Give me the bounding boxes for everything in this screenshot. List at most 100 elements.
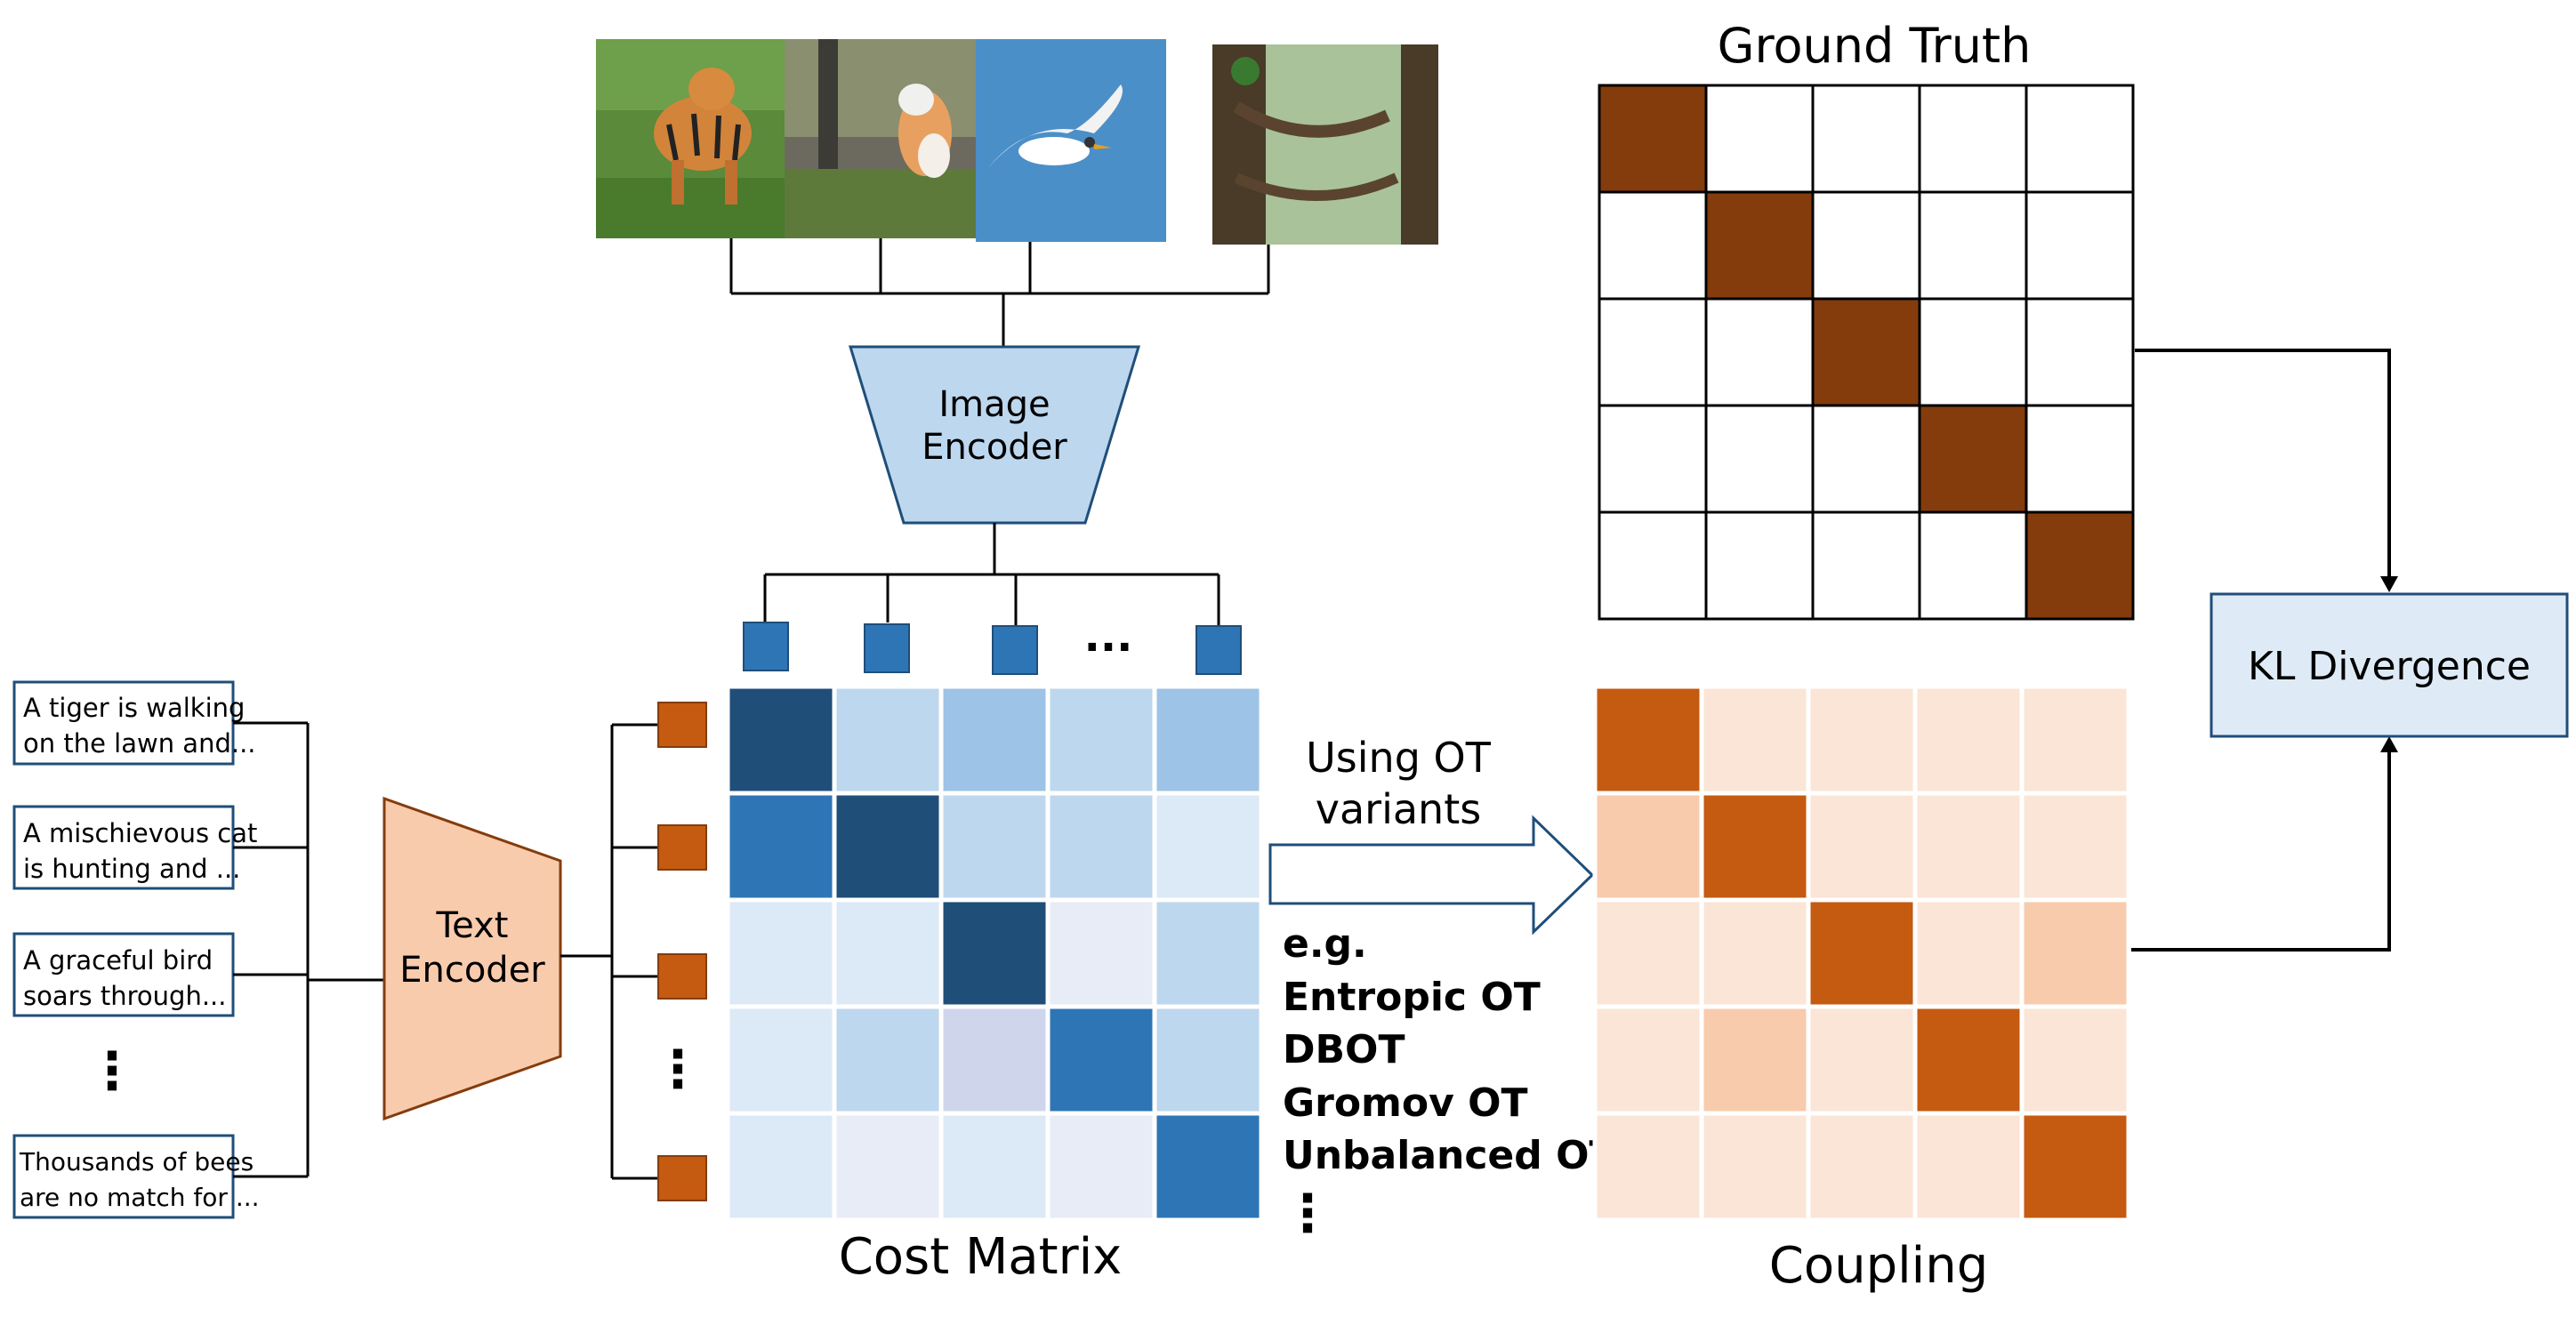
coupling-cell xyxy=(1912,1004,2025,1116)
ground-truth-cell xyxy=(1811,190,1921,301)
ground-truth-cell xyxy=(1598,297,1708,407)
coupling-cell xyxy=(2019,1004,2131,1116)
coupling-cell xyxy=(1912,684,2025,796)
text-encoder-label-line2: Encoder xyxy=(399,950,545,991)
coupling-title: Coupling xyxy=(1769,1237,1989,1295)
text-token-connectors xyxy=(560,723,658,1180)
cost-matrix-cell xyxy=(1152,791,1264,903)
coupling-cell xyxy=(2019,897,2131,1009)
cost-matrix-cell xyxy=(1152,1111,1264,1223)
coupling-cell xyxy=(1912,1111,2025,1223)
ot-variant-item: Gromov OT xyxy=(1283,1080,1528,1126)
coupling-cell xyxy=(2019,684,2131,796)
image-tokens xyxy=(743,622,1242,675)
text-encoder: Text Encoder xyxy=(382,796,562,1121)
arrowhead-down xyxy=(2380,576,2398,592)
text-tokens xyxy=(657,702,707,1201)
coupling-cell xyxy=(1912,897,2025,1009)
cost-matrix-cell xyxy=(938,684,1051,796)
coupling-cell xyxy=(1592,897,1704,1009)
cost-matrix-cell xyxy=(725,1111,837,1223)
ot-variants: e.g. Entropic OT DBOT Gromov OT Unbalanc… xyxy=(1282,921,1616,1243)
tiger-photo xyxy=(596,39,790,238)
cost-matrix-cell xyxy=(832,684,944,796)
ot-arrow xyxy=(1268,815,1595,936)
ot-variant-item: Unbalanced OT xyxy=(1283,1133,1616,1178)
captions: A tiger is walking on the lawn and... A … xyxy=(12,680,260,1219)
caption-line: A tiger is walking xyxy=(23,693,245,723)
cost-matrix-cell xyxy=(938,1004,1051,1116)
ot-variant-item: DBOT xyxy=(1283,1027,1405,1072)
ground-truth-cell xyxy=(1598,404,1708,514)
kl-divergence-box: KL Divergence xyxy=(2210,592,2569,738)
image-encoder-label-line1: Image xyxy=(938,384,1050,425)
coupling-cell xyxy=(1592,1111,1704,1223)
ground-truth-title: Ground Truth xyxy=(1718,18,2032,74)
coupling-cell xyxy=(2019,1111,2131,1223)
image-token xyxy=(743,622,789,671)
ground-truth-cell xyxy=(2025,404,2135,514)
text-token xyxy=(657,824,707,871)
cost-matrix-cell xyxy=(1152,897,1264,1009)
photo-connectors xyxy=(729,238,1270,347)
cost-matrix-cell xyxy=(725,1004,837,1116)
cost-matrix-cell xyxy=(1045,791,1157,903)
caption-connectors xyxy=(233,721,384,1178)
cost-matrix-cell xyxy=(1045,1111,1157,1223)
ground-truth-cell xyxy=(1704,190,1815,301)
cost-matrix-cell xyxy=(938,1111,1051,1223)
caption-ellipsis: ⋮ xyxy=(86,1040,138,1101)
coupling-cell xyxy=(1699,791,1811,903)
ground-truth-grid xyxy=(1598,84,2135,621)
image-token-ellipsis: ... xyxy=(1084,612,1133,662)
ot-variants-eg: e.g. xyxy=(1283,921,1367,967)
ground-truth-cell xyxy=(1918,190,2028,301)
bird-photo xyxy=(976,39,1166,242)
cost-matrix-cell xyxy=(832,1004,944,1116)
caption-line: soars through... xyxy=(23,981,226,1011)
cost-matrix-cell xyxy=(1152,684,1264,796)
ground-truth-cell xyxy=(1918,84,2028,194)
ground-truth-cell xyxy=(1598,190,1708,301)
image-token xyxy=(1195,625,1242,675)
bees-photo xyxy=(1212,44,1438,245)
cost-matrix-cell xyxy=(938,791,1051,903)
ground-truth-cell xyxy=(1598,510,1708,621)
kl-connectors xyxy=(2131,349,2391,952)
cost-matrix-cell xyxy=(1152,1004,1264,1116)
ground-truth-cell xyxy=(1811,404,1921,514)
caption-box: A tiger is walking on the lawn and... xyxy=(12,680,256,766)
cost-matrix-cell xyxy=(832,791,944,903)
coupling-cell xyxy=(1912,791,2025,903)
image-token xyxy=(992,625,1038,675)
caption-line: Thousands of bees xyxy=(19,1147,254,1176)
text-token xyxy=(657,702,707,748)
kl-divergence-label: KL Divergence xyxy=(2248,644,2531,689)
ground-truth-cell xyxy=(1704,404,1815,514)
ground-truth-cell xyxy=(2025,190,2135,301)
ground-truth-cell xyxy=(1704,84,1815,194)
image-encoder: Image Encoder xyxy=(848,345,1141,525)
ground-truth-cell xyxy=(1598,84,1708,194)
coupling-grid xyxy=(1592,684,2131,1223)
coupling-cell xyxy=(1592,1004,1704,1116)
cost-matrix-cell xyxy=(832,897,944,1009)
cost-matrix-cell xyxy=(832,1111,944,1223)
coupling-cell xyxy=(1806,791,1918,903)
coupling-cell xyxy=(1806,897,1918,1009)
caption-line: A mischievous cat xyxy=(23,818,257,848)
coupling-cell xyxy=(1592,791,1704,903)
ot-arrow-label-line2: variants xyxy=(1316,785,1481,833)
caption-line: on the lawn and... xyxy=(23,728,256,759)
coupling-cell xyxy=(2019,791,2131,903)
coupling-cell xyxy=(1806,684,1918,796)
cost-matrix-cell xyxy=(725,897,837,1009)
image-encoder-label-line2: Encoder xyxy=(922,427,1067,468)
text-encoder-label-line1: Text xyxy=(436,905,509,946)
caption-line: is hunting and ... xyxy=(23,854,240,884)
text-token xyxy=(657,1155,707,1201)
ground-truth-cell xyxy=(1918,297,2028,407)
coupling-cell xyxy=(1699,684,1811,796)
ground-truth-cell xyxy=(1811,84,1921,194)
coupling-cell xyxy=(1699,1111,1811,1223)
